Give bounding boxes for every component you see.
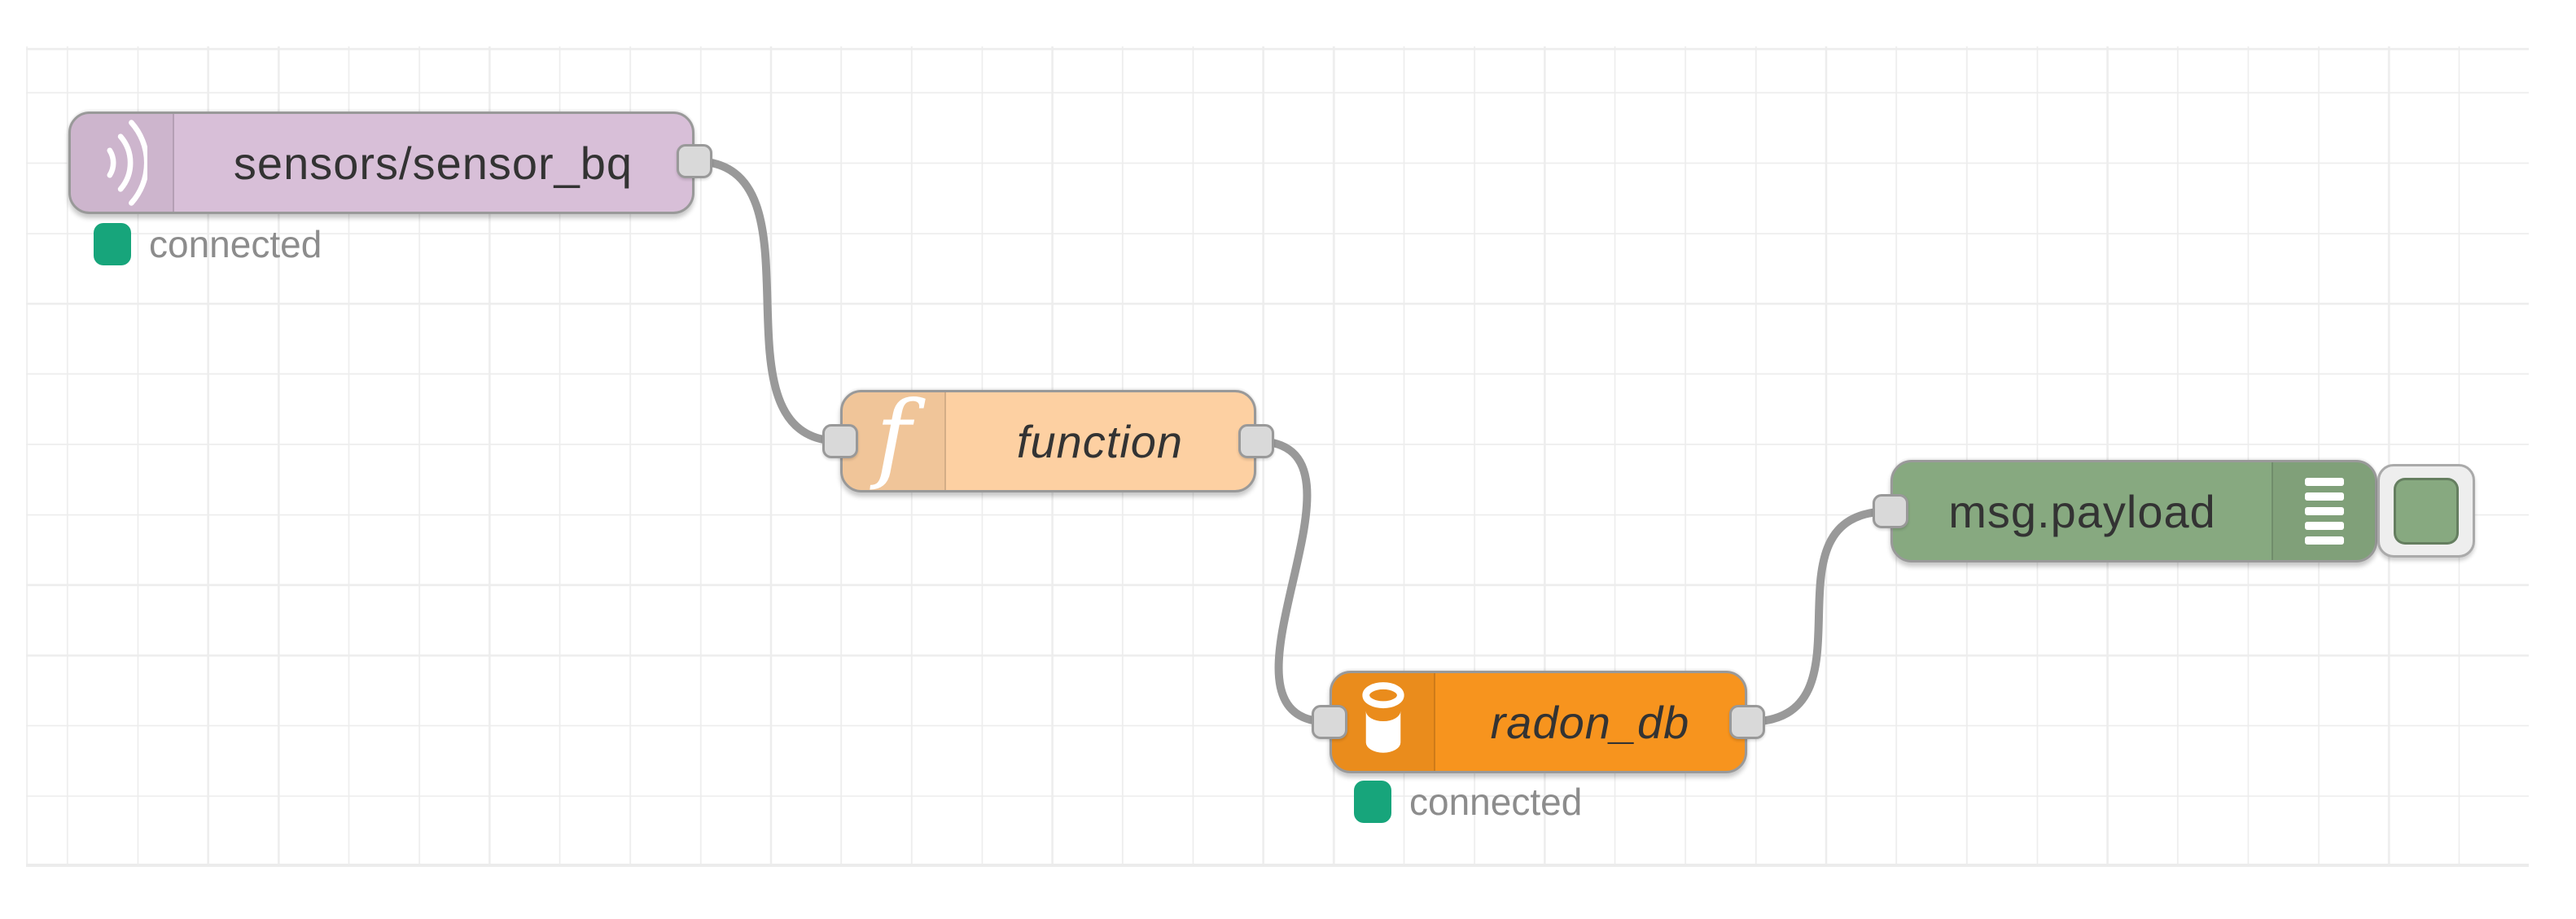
- function-f-icon: f: [875, 380, 912, 492]
- status-connected-indicator: [1354, 781, 1391, 823]
- node-icon-zone: [2272, 462, 2375, 560]
- node-radon-db[interactable]: radon_db: [1330, 671, 1747, 773]
- wire-mqtt-to-function[interactable]: [690, 157, 844, 445]
- node-function[interactable]: f function: [840, 388, 1256, 492]
- node-label: sensors/sensor_bq: [233, 137, 633, 189]
- input-port-radon-db[interactable]: [1312, 705, 1347, 739]
- status-connected-indicator: [94, 223, 131, 265]
- node-icon-zone: f: [843, 388, 946, 490]
- debug-output-icon: [2304, 478, 2344, 545]
- node-icon-zone: [1332, 673, 1435, 771]
- debug-toggle-button[interactable]: [2377, 464, 2475, 558]
- status-radon-db: connected: [1354, 780, 1582, 824]
- input-port-function[interactable]: [822, 424, 858, 458]
- output-port-function[interactable]: [1238, 424, 1274, 458]
- input-port-debug[interactable]: [1873, 494, 1908, 528]
- node-mqtt-in[interactable]: sensors/sensor_bq: [68, 112, 694, 214]
- status-text: connected: [149, 223, 322, 265]
- node-label: function: [1016, 415, 1184, 467]
- wire-radon-db-to-debug[interactable]: [1743, 507, 1895, 726]
- node-label: radon_db: [1490, 696, 1690, 748]
- output-port-radon-db[interactable]: [1729, 705, 1765, 739]
- status-mqtt: connected: [94, 222, 322, 266]
- node-label: msg.payload: [1948, 485, 2216, 537]
- database-icon: [1361, 682, 1404, 753]
- status-text: connected: [1409, 781, 1583, 823]
- wire-function-to-radon-db[interactable]: [1252, 437, 1334, 726]
- node-icon-zone: [71, 114, 174, 212]
- debug-toggle-enabled-fill: [2394, 478, 2459, 545]
- node-debug[interactable]: msg.payload: [1890, 460, 2377, 562]
- wifi-signal-icon: [106, 120, 147, 206]
- output-port-mqtt[interactable]: [677, 144, 712, 178]
